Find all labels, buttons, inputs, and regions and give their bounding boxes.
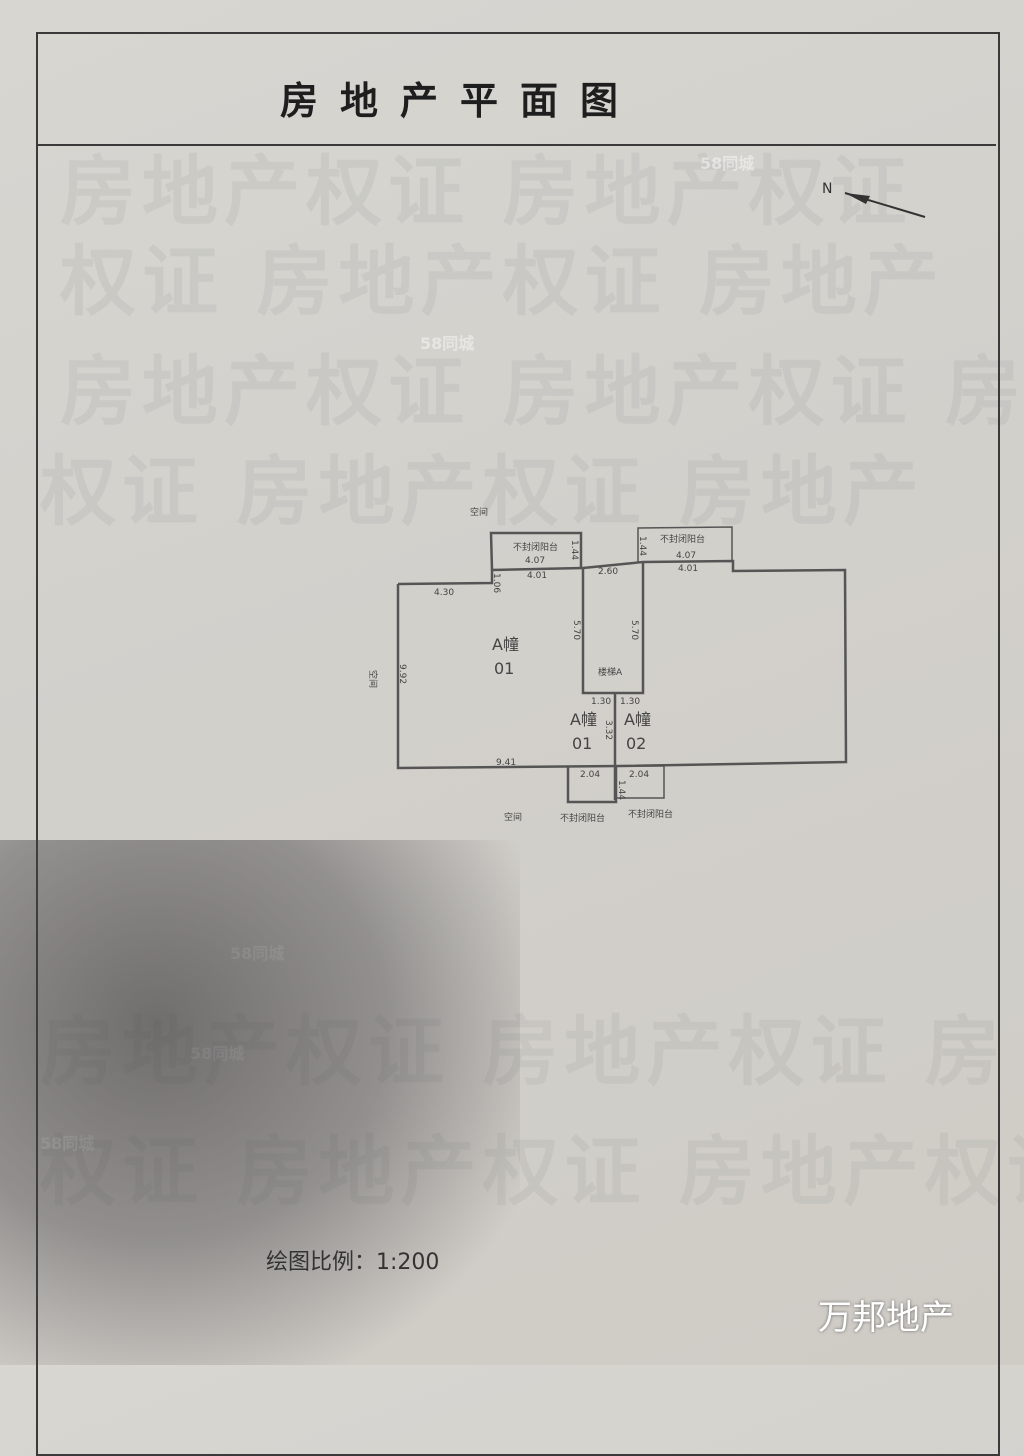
page-title: 房地产平面图	[280, 79, 641, 123]
space-label: 空间	[470, 506, 488, 518]
dimension: 1.44	[637, 536, 647, 556]
watermark: 房地产权证 房地产权证 房	[60, 347, 1024, 436]
title-row	[36, 32, 996, 146]
brand-watermark: 万邦地产	[818, 1298, 954, 1338]
balcony-top-left	[489, 531, 583, 571]
dimension: 1.06	[491, 573, 501, 593]
north-arrowhead-icon	[845, 193, 870, 204]
balcony-top-right	[637, 526, 733, 562]
balcony-label: 不封闭阳台	[628, 808, 673, 820]
dimension: 9.92	[397, 664, 407, 684]
unit-number: 01	[572, 734, 592, 753]
dimension: 5.70	[629, 620, 639, 640]
dimension: 1.30	[591, 697, 611, 707]
space-label: 空间	[504, 811, 522, 823]
dimension: 4.30	[434, 588, 454, 598]
dimension: 4.07	[676, 551, 696, 561]
unit-building: A幢	[570, 710, 597, 729]
dimension: 2.04	[629, 770, 649, 780]
unit-number: 01	[494, 659, 514, 678]
dimension: 1.30	[620, 697, 640, 707]
watermark-58: 58同城	[420, 334, 475, 353]
watermark: 权证 房地产权证 房地产	[60, 237, 945, 326]
dimension: 3.32	[603, 720, 613, 740]
north-label: N	[822, 181, 832, 197]
dimension: 1.44	[569, 540, 579, 560]
photo-shadow	[0, 840, 520, 1365]
dimension: 4.01	[678, 564, 698, 574]
dimension: 5.70	[571, 620, 581, 640]
watermark: 房地产权证 房地产权证	[60, 147, 913, 236]
watermark-58: 58同城	[700, 154, 755, 173]
floor-plan: N 空间 空间 空间 不封闭阳台 不封闭阳台 不封闭阳台 不封闭阳台 4.07 …	[367, 181, 926, 824]
dimension: 1.44	[616, 780, 626, 800]
compass: N	[822, 181, 926, 218]
space-label: 空间	[367, 670, 379, 688]
dimension: 2.04	[580, 770, 600, 780]
balcony-label: 不封闭阳台	[560, 812, 605, 824]
dimension: 9.41	[496, 758, 516, 768]
unit-building: A幢	[624, 710, 651, 729]
balcony-bottom-left	[566, 766, 618, 804]
unit-number: 02	[626, 734, 646, 753]
stair-label: 楼梯A	[598, 666, 623, 678]
balcony-label: 不封闭阳台	[660, 533, 705, 545]
wall-outline	[396, 559, 848, 770]
dimension: 2.60	[598, 567, 618, 577]
dimension: 4.07	[525, 556, 545, 566]
balcony-bottom-right	[616, 765, 665, 799]
unit-building: A幢	[492, 635, 519, 654]
stair-walls	[581, 562, 645, 695]
drawing-scale: 绘图比例：1:200	[266, 1250, 440, 1275]
balcony-label: 不封闭阳台	[513, 541, 558, 553]
watermark: 权证 房地产权证 房地产	[40, 447, 925, 536]
dimension: 4.01	[527, 571, 547, 581]
